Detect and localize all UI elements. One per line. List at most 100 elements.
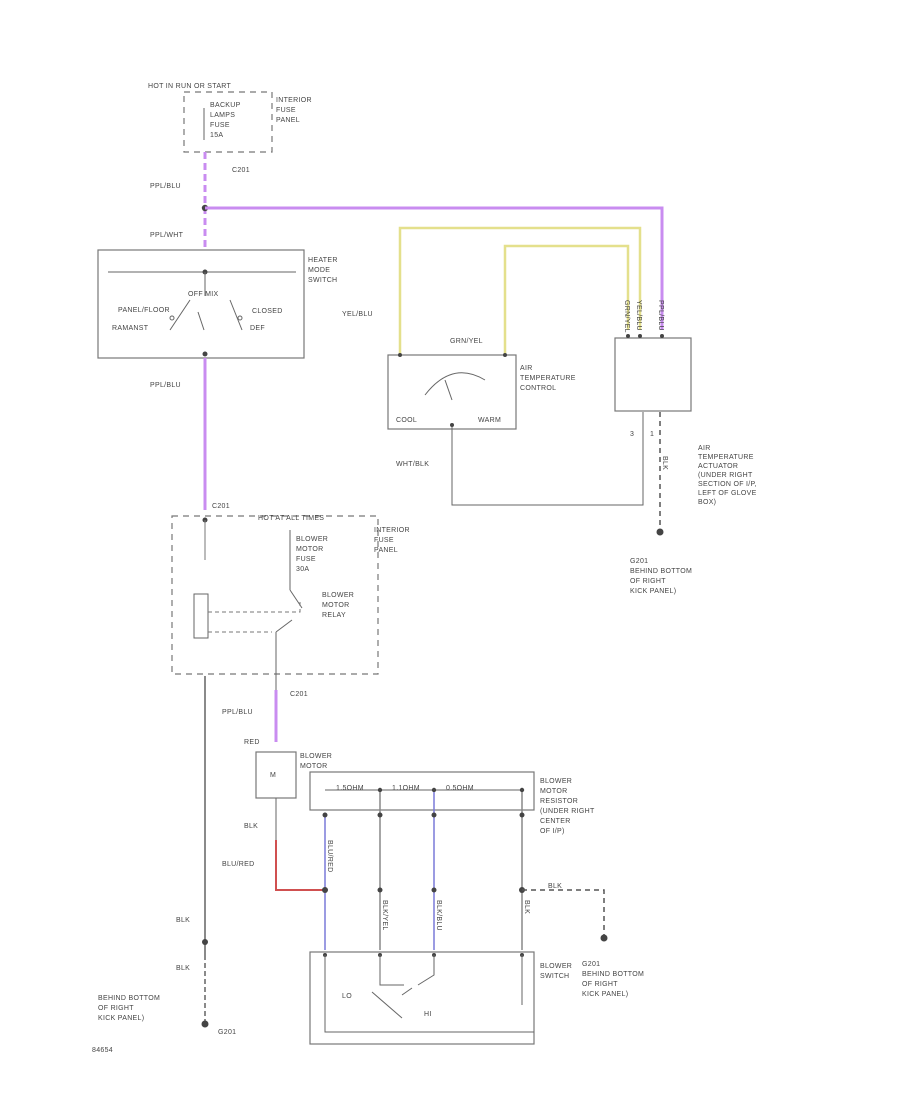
actuator-label-6: LEFT OF GLOVE bbox=[698, 490, 757, 497]
blower-switch-label-1: BLOWER bbox=[540, 963, 572, 970]
ground-blower-label-3: OF RIGHT bbox=[582, 981, 618, 988]
blower-resistor-label-3: RESISTOR bbox=[540, 798, 578, 805]
grn-yel-label: GRN/YEL bbox=[450, 338, 483, 345]
c201-top-label: C201 bbox=[232, 167, 250, 174]
air-temp-label-2: TEMPERATURE bbox=[520, 375, 576, 382]
backup-fuse-label-2: LAMPS bbox=[210, 112, 235, 119]
ppl-blu-label-3: PPL/BLU bbox=[222, 709, 253, 716]
interior-fuse-mid-label-1: INTERIOR bbox=[374, 527, 410, 534]
ground-blower-label-4: KICK PANEL) bbox=[582, 991, 628, 998]
res-wire-label-2: BLK/YEL bbox=[381, 900, 388, 931]
res-wire-label-1: BLU/RED bbox=[326, 840, 333, 872]
blower-relay-label-1: BLOWER bbox=[322, 592, 354, 599]
backup-fuse-label-4: 15A bbox=[210, 132, 223, 139]
ground-symbol-right bbox=[656, 528, 664, 536]
ground-symbol-left bbox=[201, 1020, 209, 1028]
blower-switch: LO HI BLOWER SWITCH bbox=[309, 951, 572, 1045]
actuator-pin-1: 1 bbox=[650, 431, 654, 438]
interior-fuse-mid-label-3: PANEL bbox=[374, 547, 398, 554]
backup-fuse-label-1: BACKUP bbox=[210, 102, 241, 109]
hot-all-times-label: HOT AT ALL TIMES bbox=[258, 515, 324, 522]
wire-blu-red bbox=[275, 840, 325, 891]
wire-blk-ground-right bbox=[522, 889, 605, 936]
air-temperature-control: COOL WARM AIR TEMPERATURE CONTROL bbox=[387, 353, 576, 430]
warm-label: WARM bbox=[478, 417, 501, 424]
blk-label-2: BLK bbox=[176, 965, 190, 972]
backup-lamps-fuse-box: HOT IN RUN OR START BACKUP LAMPS FUSE 15… bbox=[148, 83, 312, 153]
red-wire-label: RED bbox=[244, 739, 260, 746]
off-mix-label: OFF MIX bbox=[188, 291, 219, 298]
resistor-tap-label-3: 0.5OHM bbox=[446, 785, 474, 792]
act-ground-wire-label: BLK bbox=[661, 456, 668, 470]
ground-right-label-1: G201 bbox=[630, 558, 648, 565]
hot-run-start-label: HOT IN RUN OR START bbox=[148, 83, 232, 90]
switch-lo-label: LO bbox=[342, 993, 352, 1000]
ground-blower-label-1: G201 bbox=[582, 961, 600, 968]
ppl-wht-label: PPL/WHT bbox=[150, 232, 184, 239]
relay-coil bbox=[193, 593, 209, 639]
backup-fuse-label-3: FUSE bbox=[210, 122, 230, 129]
resistor-tap-label-1: 1.5OHM bbox=[336, 785, 364, 792]
blk-label-1: BLK bbox=[176, 917, 190, 924]
ground-right-label-3: OF RIGHT bbox=[630, 578, 666, 585]
c201-mid-label: C201 bbox=[212, 503, 230, 510]
blower-resistor-label-4: (UNDER RIGHT bbox=[540, 808, 595, 815]
ground-left-label-1: BEHIND BOTTOM bbox=[98, 995, 160, 1002]
resistor-tap-label-2: 1.1OHM bbox=[392, 785, 420, 792]
actuator-label-5: SECTION OF I/P, bbox=[698, 481, 757, 488]
actuator-label-1: AIR bbox=[698, 445, 711, 452]
heater-mode-label-3: SWITCH bbox=[308, 277, 337, 284]
blower-switch-label-2: SWITCH bbox=[540, 973, 569, 980]
cool-label: COOL bbox=[396, 417, 417, 424]
actuator-label-7: BOX) bbox=[698, 499, 716, 506]
blk-wire-label: BLK bbox=[244, 823, 258, 830]
wire-grn-yel bbox=[503, 244, 630, 355]
blk-ground-wire-label: BLK bbox=[548, 883, 562, 890]
splice-left bbox=[202, 939, 208, 945]
g201-left-label: G201 bbox=[218, 1029, 236, 1036]
blower-fuse-label-2: MOTOR bbox=[296, 546, 323, 553]
interior-fuse-panel: HOT AT ALL TIMES INTERIOR FUSE PANEL BLO… bbox=[171, 515, 410, 690]
yel-blu-label: YEL/BLU bbox=[342, 311, 373, 318]
interior-fuse-top-label-2: FUSE bbox=[276, 107, 296, 114]
panel-floor-label: PANEL/FLOOR bbox=[118, 307, 170, 314]
blower-motor-symbol: M bbox=[270, 772, 276, 779]
wire-wht-blk bbox=[451, 412, 644, 506]
ground-left-label-2: OF RIGHT bbox=[98, 1005, 134, 1012]
res-wire-label-3: BLK/BLU bbox=[435, 900, 442, 931]
actuator-label-2: TEMPERATURE bbox=[698, 454, 754, 461]
blower-fuse-label-1: BLOWER bbox=[296, 536, 328, 543]
interior-fuse-top-label-3: PANEL bbox=[276, 117, 300, 124]
blower-resistor-label-6: OF I/P) bbox=[540, 828, 565, 835]
actuator-label-3: ACTUATOR bbox=[698, 463, 738, 470]
vert-wire-label-2: YEL/BLU bbox=[635, 300, 642, 331]
ramanst-label: RAMANST bbox=[112, 325, 149, 332]
interior-fuse-mid-label-2: FUSE bbox=[374, 537, 394, 544]
blower-resistor-label-5: CENTER bbox=[540, 818, 571, 825]
switch-hi-label: HI bbox=[424, 1011, 432, 1018]
air-temp-label-3: CONTROL bbox=[520, 385, 556, 392]
blower-resistor-label-2: MOTOR bbox=[540, 788, 567, 795]
blu-red-label: BLU/RED bbox=[222, 861, 254, 868]
blower-resistor-label-1: BLOWER bbox=[540, 778, 572, 785]
defrost-label: DEF bbox=[250, 325, 265, 332]
figure-id: 84654 bbox=[92, 1047, 113, 1054]
heater-mode-switch: HEATER MODE SWITCH PANEL/FLOOR OFF MIX R… bbox=[97, 249, 338, 359]
blower-motor: M BLOWER MOTOR bbox=[255, 751, 332, 799]
actuator-pin-3: 3 bbox=[630, 431, 634, 438]
blower-motor-resistor: 1.5OHM 1.1OHM 0.5OHM BLOWER MOTOR RESIST… bbox=[309, 771, 595, 835]
blower-relay-label-2: MOTOR bbox=[322, 602, 349, 609]
air-temperature-actuator: 3 1 AIR TEMPERATURE ACTUATOR (UNDER RIGH… bbox=[614, 334, 757, 506]
actuator-label-4: (UNDER RIGHT bbox=[698, 472, 753, 479]
blower-fuse-label-4: 30A bbox=[296, 566, 309, 573]
blower-relay-label-3: RELAY bbox=[322, 612, 346, 619]
closed-label: CLOSED bbox=[252, 308, 283, 315]
blower-motor-label-1: BLOWER bbox=[300, 753, 332, 760]
ppl-blu-label-1: PPL/BLU bbox=[150, 183, 181, 190]
ground-right-label-2: BEHIND BOTTOM bbox=[630, 568, 692, 575]
heater-mode-label-1: HEATER bbox=[308, 257, 338, 264]
interior-fuse-top-label-1: INTERIOR bbox=[276, 97, 312, 104]
vert-wire-label-1: GRN/YEL bbox=[623, 300, 630, 333]
res-wire-label-4: BLK bbox=[523, 900, 530, 914]
